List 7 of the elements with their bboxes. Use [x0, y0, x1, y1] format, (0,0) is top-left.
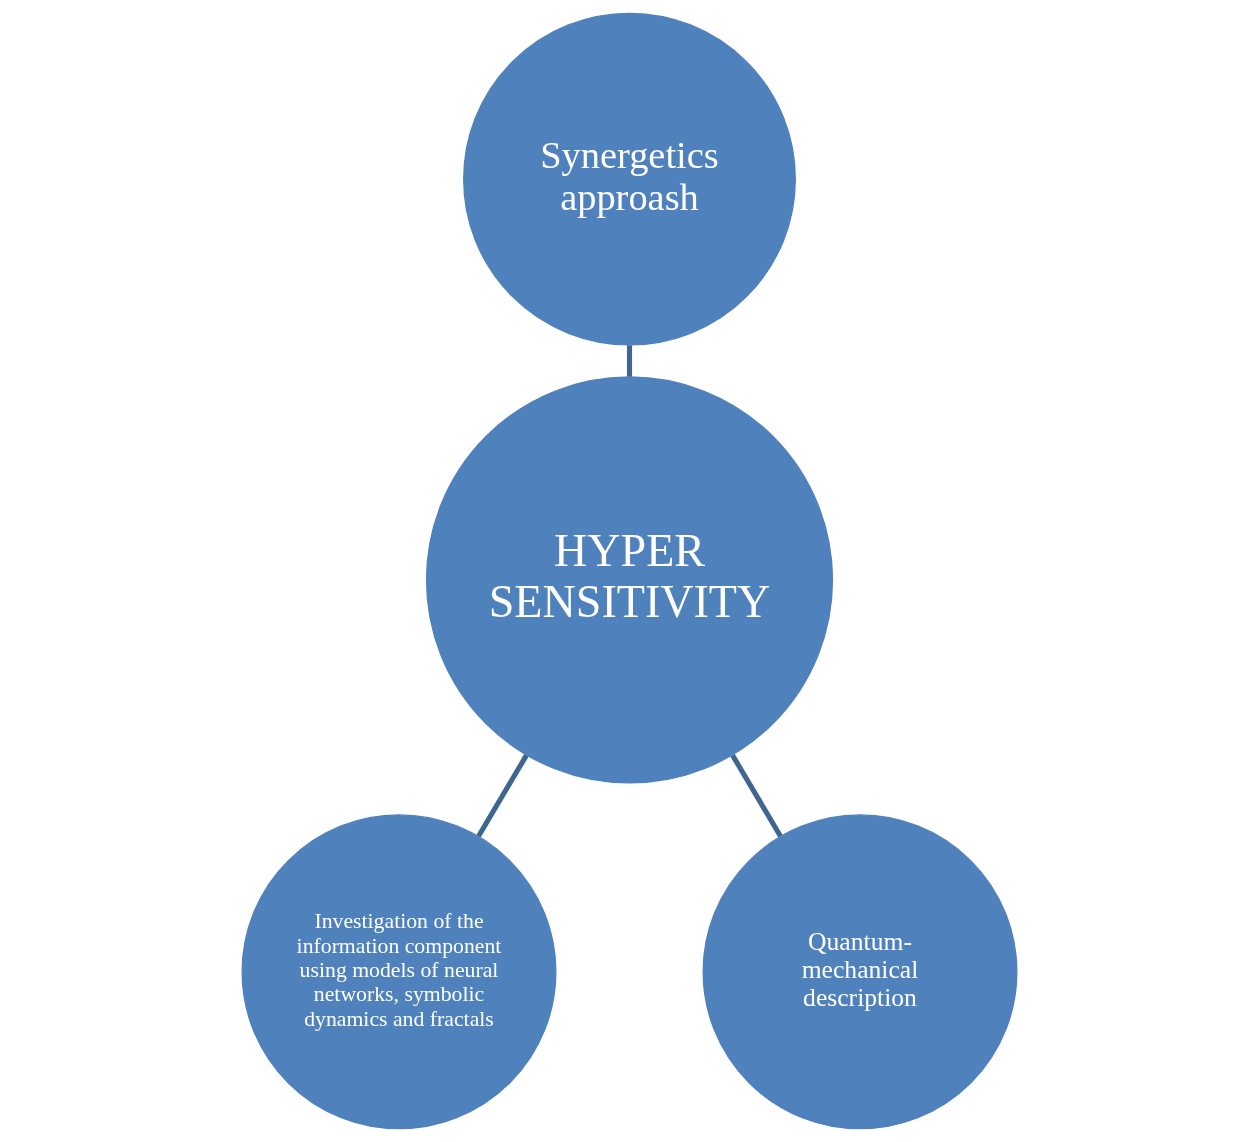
connector: [626, 345, 633, 377]
node-circle: Quantum-mechanical description: [702, 814, 1018, 1130]
node-circle: HYPER SENSITIVITY: [425, 376, 834, 784]
node-circle: Synergetics approash: [463, 12, 796, 346]
connector: [476, 754, 529, 838]
node-circle: Investigation of the information component using models of neural networks, symbolic dynamics and fractals: [241, 814, 557, 1130]
connector: [730, 754, 783, 838]
